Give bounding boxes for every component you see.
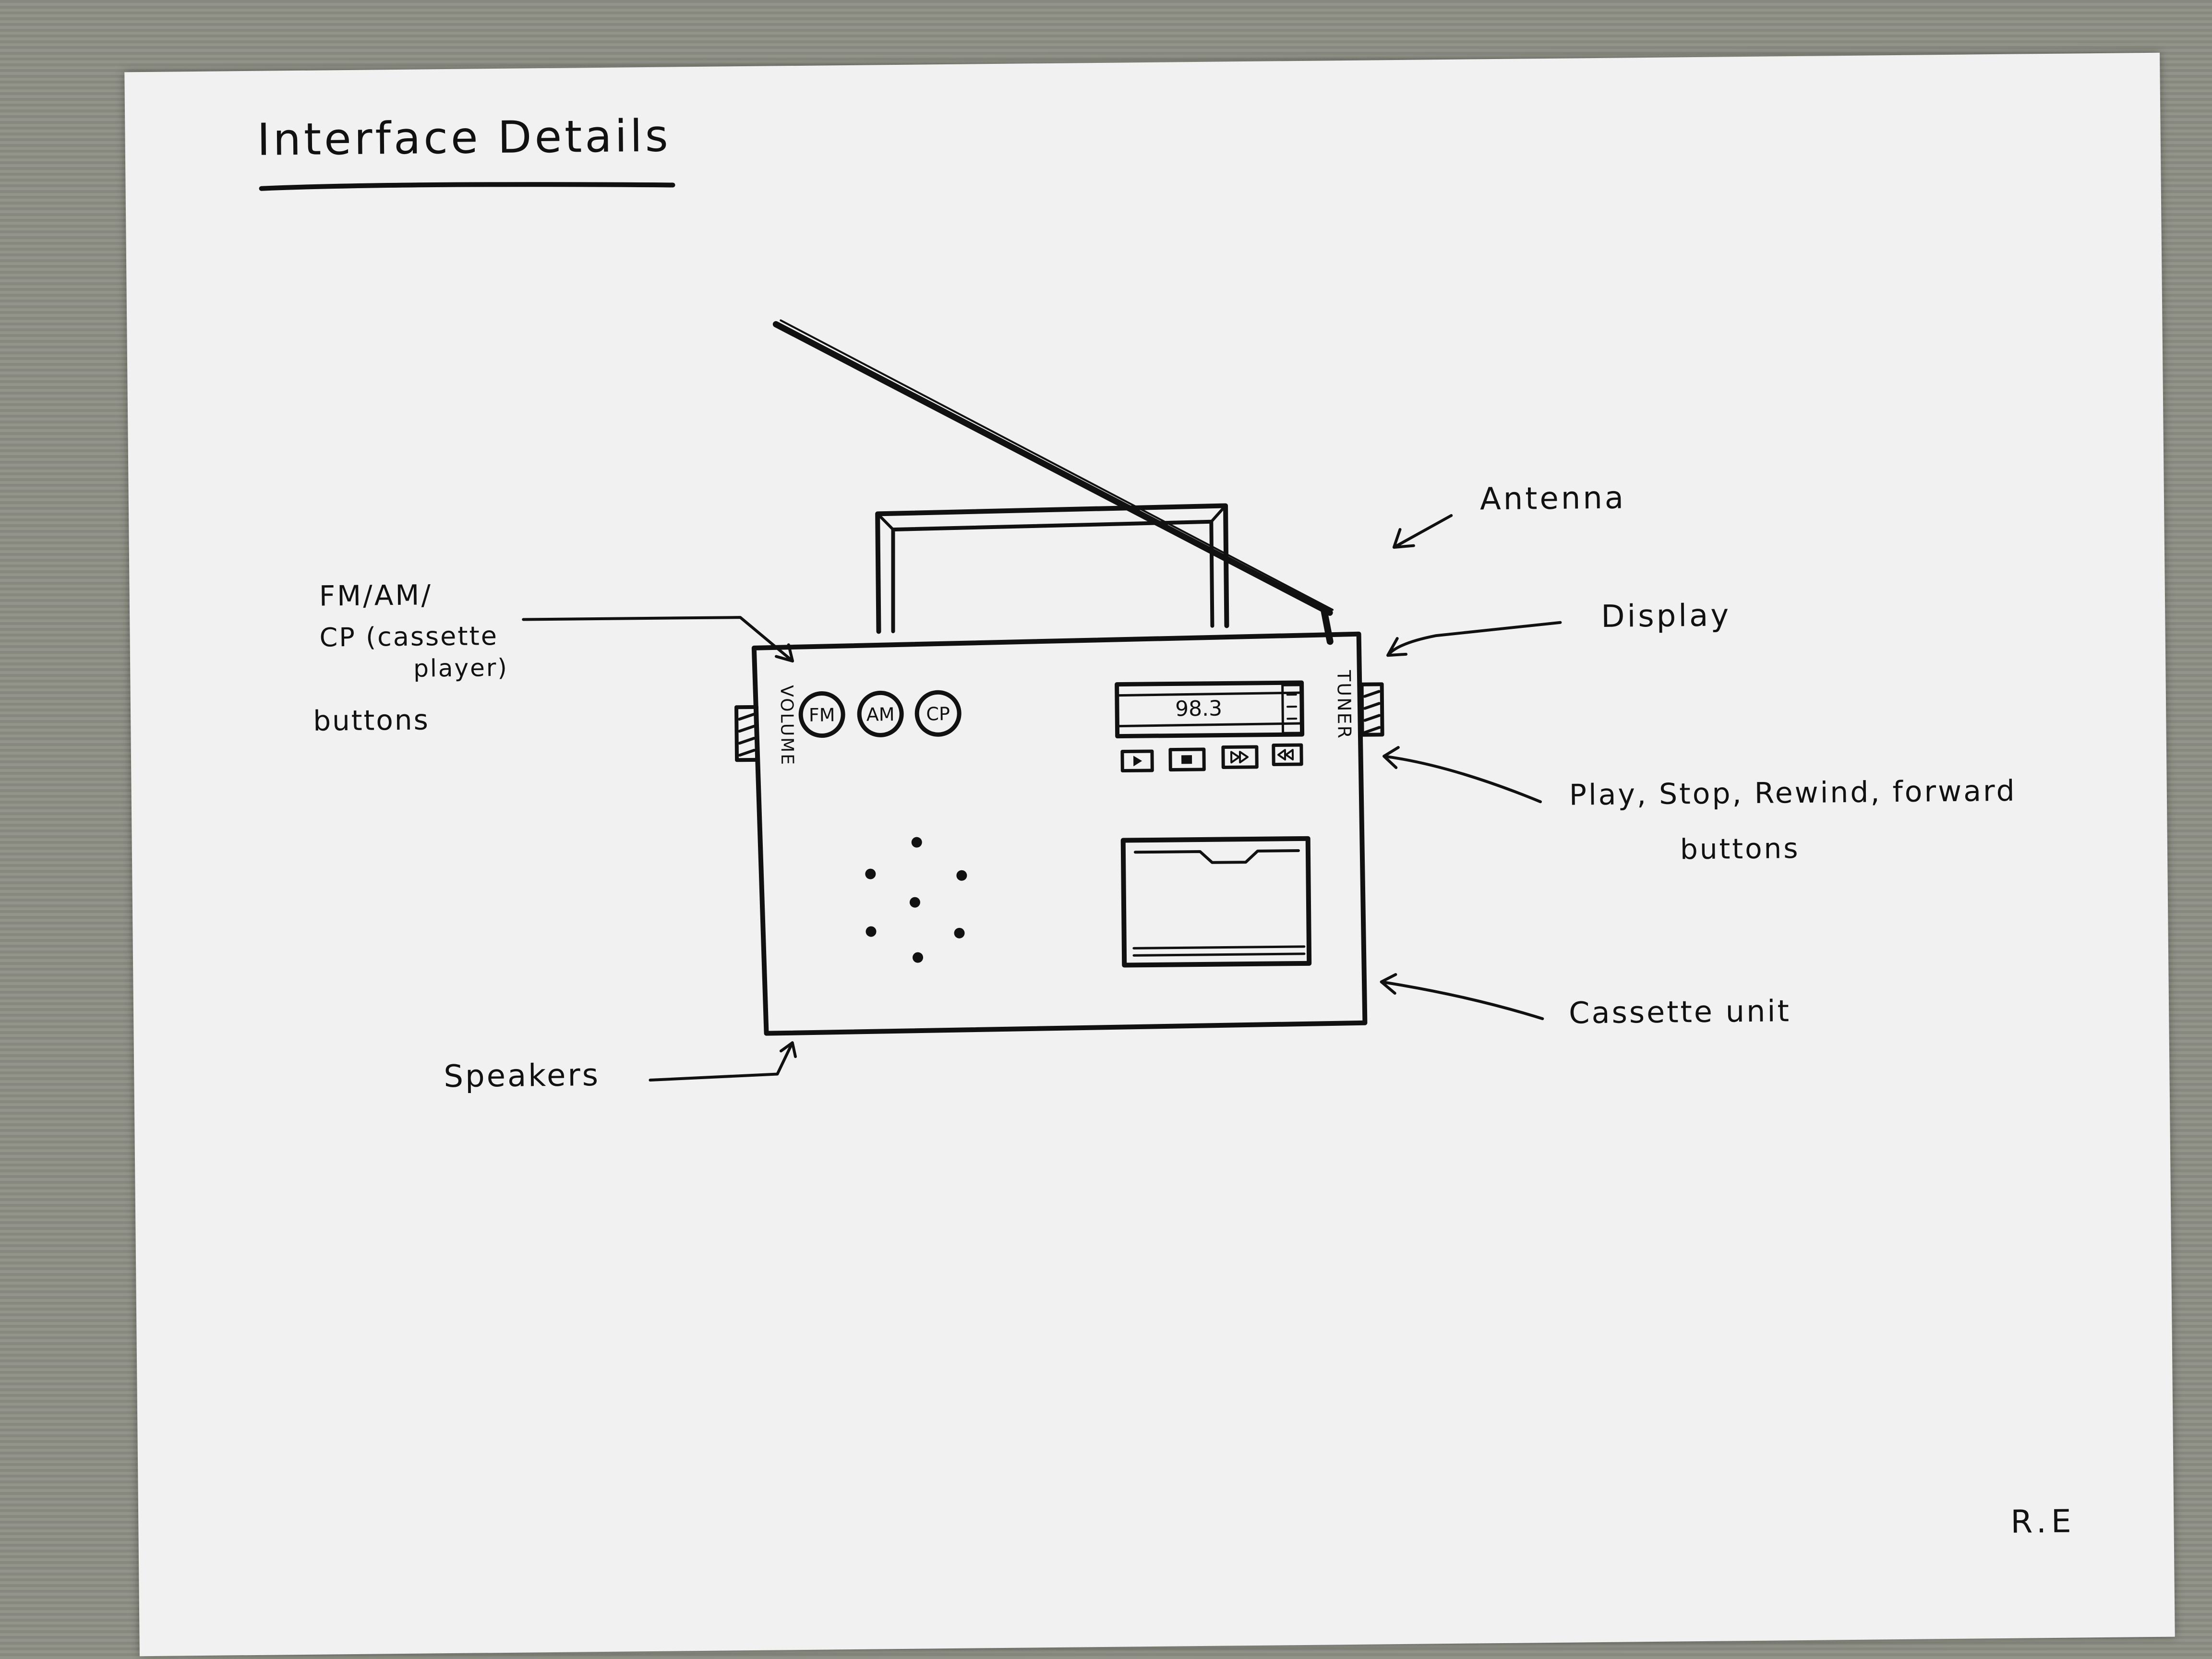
cp-button[interactable]: CP [914, 690, 962, 737]
label-controls-line2: buttons [1680, 832, 1800, 866]
stop-icon [1181, 755, 1192, 764]
speaker-grille [865, 837, 967, 963]
cp-button-label: CP [926, 703, 950, 724]
signature: R.E [2010, 1503, 2076, 1540]
display-frequency: 98.3 [1175, 697, 1222, 721]
title-underline [259, 182, 675, 191]
antenna-icon [772, 319, 1334, 645]
volume-label: VOLUME [777, 685, 797, 766]
page-title: Interface Details [257, 110, 671, 166]
label-controls-line1: Play, Stop, Rewind, forward [1569, 774, 2017, 812]
tuner-label: TUNER [1333, 670, 1355, 740]
cassette-leader-arrow [1380, 973, 1544, 1021]
label-speakers: Speakers [444, 1058, 600, 1094]
fm-button[interactable]: FM [798, 691, 845, 738]
rewind-icon [1277, 749, 1294, 761]
label-modes-line4: buttons [313, 703, 430, 737]
am-button-label: AM [866, 704, 895, 725]
radio-handle [875, 503, 1229, 634]
paper-sheet: Interface Details VOLUME TUNER FM AM CP [124, 52, 2175, 1657]
antenna-leader-arrow [1392, 514, 1453, 549]
display-leader-arrow [1386, 621, 1562, 657]
play-icon [1133, 756, 1142, 767]
label-modes-line2: CP (cassette [319, 621, 498, 653]
label-antenna: Antenna [1480, 480, 1626, 517]
forward-icon [1230, 751, 1249, 764]
fm-button-label: FM [809, 704, 835, 726]
label-cassette: Cassette unit [1569, 993, 1791, 1030]
tuner-knob[interactable] [1359, 682, 1384, 737]
label-display: Display [1601, 598, 1731, 635]
play-button[interactable] [1120, 749, 1154, 773]
forward-button[interactable] [1221, 745, 1259, 769]
label-modes-line3: player) [413, 654, 508, 683]
cassette-unit[interactable] [1120, 836, 1312, 968]
controls-leader-arrow [1382, 746, 1542, 804]
speakers-leader-arrow [649, 1041, 797, 1082]
am-button[interactable]: AM [857, 690, 904, 737]
display-panel: 98.3 [1115, 680, 1305, 739]
rewind-button[interactable] [1272, 743, 1303, 767]
volume-knob[interactable] [734, 705, 759, 762]
label-modes-line1: FM/AM/ [319, 578, 433, 612]
modes-leader-arrow [522, 616, 794, 663]
stop-button[interactable] [1168, 747, 1206, 772]
radio-body [751, 631, 1368, 1036]
sketch-canvas: Interface Details VOLUME TUNER FM AM CP [257, 110, 2076, 1540]
